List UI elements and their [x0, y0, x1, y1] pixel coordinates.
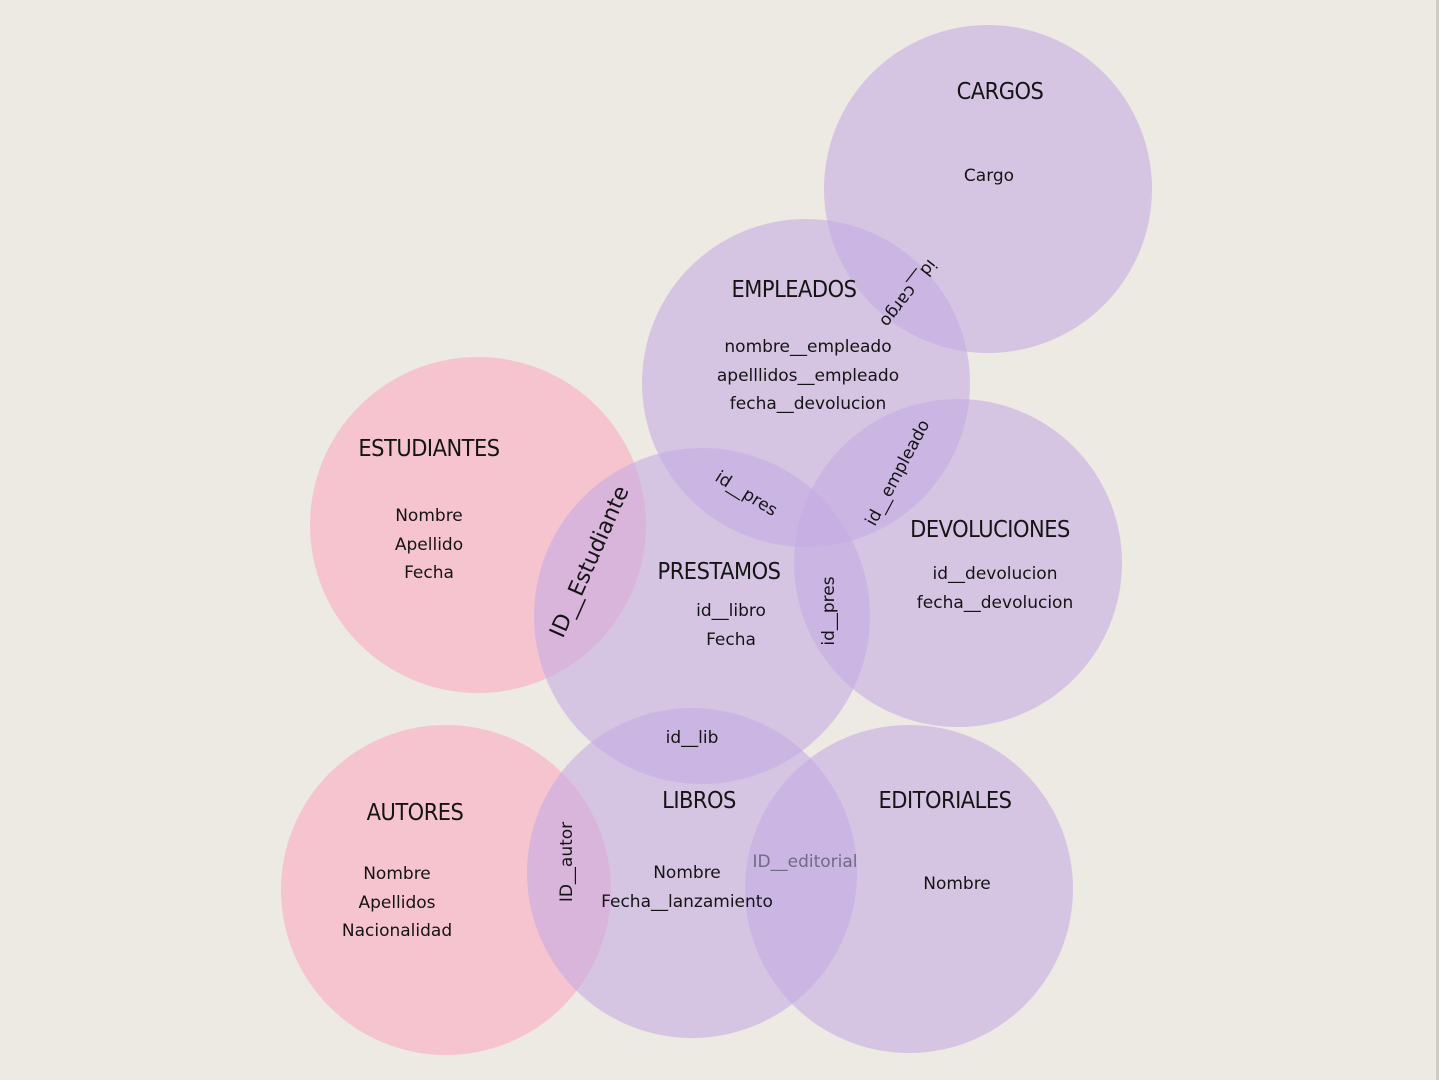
cargos-field-1: Cargo	[963, 166, 1015, 186]
empleados-title: EMPLEADOS	[731, 275, 857, 303]
cargos-title: CARGOS	[956, 77, 1044, 105]
window-edge	[1436, 0, 1439, 1080]
key-id-autor: ID__autor	[557, 821, 577, 903]
empleados-field-3: fecha__devolucion	[729, 394, 887, 414]
autores-field-1: Nombre	[363, 864, 431, 884]
cargos-fields: Cargo	[964, 162, 1014, 191]
libros-field-1: Nombre	[653, 863, 721, 883]
devoluciones-field-2: fecha__devolucion	[916, 592, 1074, 613]
libros-fields: Nombre Fecha__lanzamiento	[601, 859, 773, 916]
devoluciones-fields: id__devolucion fecha__devolucion	[917, 560, 1073, 617]
key-id-lib: id__lib	[665, 728, 719, 748]
estudiantes-title: ESTUDIANTES	[358, 434, 500, 462]
estudiantes-field-2: Apellido	[394, 534, 464, 555]
devoluciones-field-1: id__devolucion	[932, 564, 1058, 584]
prestamos-field-1: id__libro	[696, 601, 766, 621]
editoriales-circle	[745, 725, 1073, 1053]
autores-field-3: Nacionalidad	[341, 921, 453, 941]
editoriales-title: EDITORIALES	[878, 786, 1012, 814]
prestamos-title: PRESTAMOS	[657, 557, 781, 585]
autores-field-2: Apellidos	[358, 892, 436, 913]
editoriales-fields: Nombre	[923, 870, 991, 899]
empleados-field-2: apelllidos__empleado	[716, 365, 900, 386]
devoluciones-title: DEVOLUCIONES	[910, 515, 1070, 543]
prestamos-fields: id__libro Fecha	[696, 597, 766, 654]
prestamos-field-2: Fecha	[706, 629, 756, 650]
estudiantes-fields: Nombre Apellido Fecha	[395, 502, 463, 588]
estudiantes-field-1: Nombre	[395, 506, 463, 526]
empleados-fields: nombre__empleado apelllidos__empleado fe…	[717, 333, 899, 419]
devoluciones-circle	[794, 399, 1122, 727]
autores-fields: Nombre Apellidos Nacionalidad	[342, 860, 452, 946]
libros-field-2: Fecha__lanzamiento	[601, 891, 773, 912]
estudiantes-field-3: Fecha	[404, 563, 454, 583]
key-id-editorial: ID__editorial	[752, 852, 858, 872]
empleados-field-1: nombre__empleado	[724, 337, 892, 357]
editoriales-field-1: Nombre	[923, 874, 991, 894]
key-id-pres-side: id__pres	[819, 576, 839, 646]
libros-title: LIBROS	[662, 786, 736, 814]
autores-title: AUTORES	[366, 798, 464, 826]
